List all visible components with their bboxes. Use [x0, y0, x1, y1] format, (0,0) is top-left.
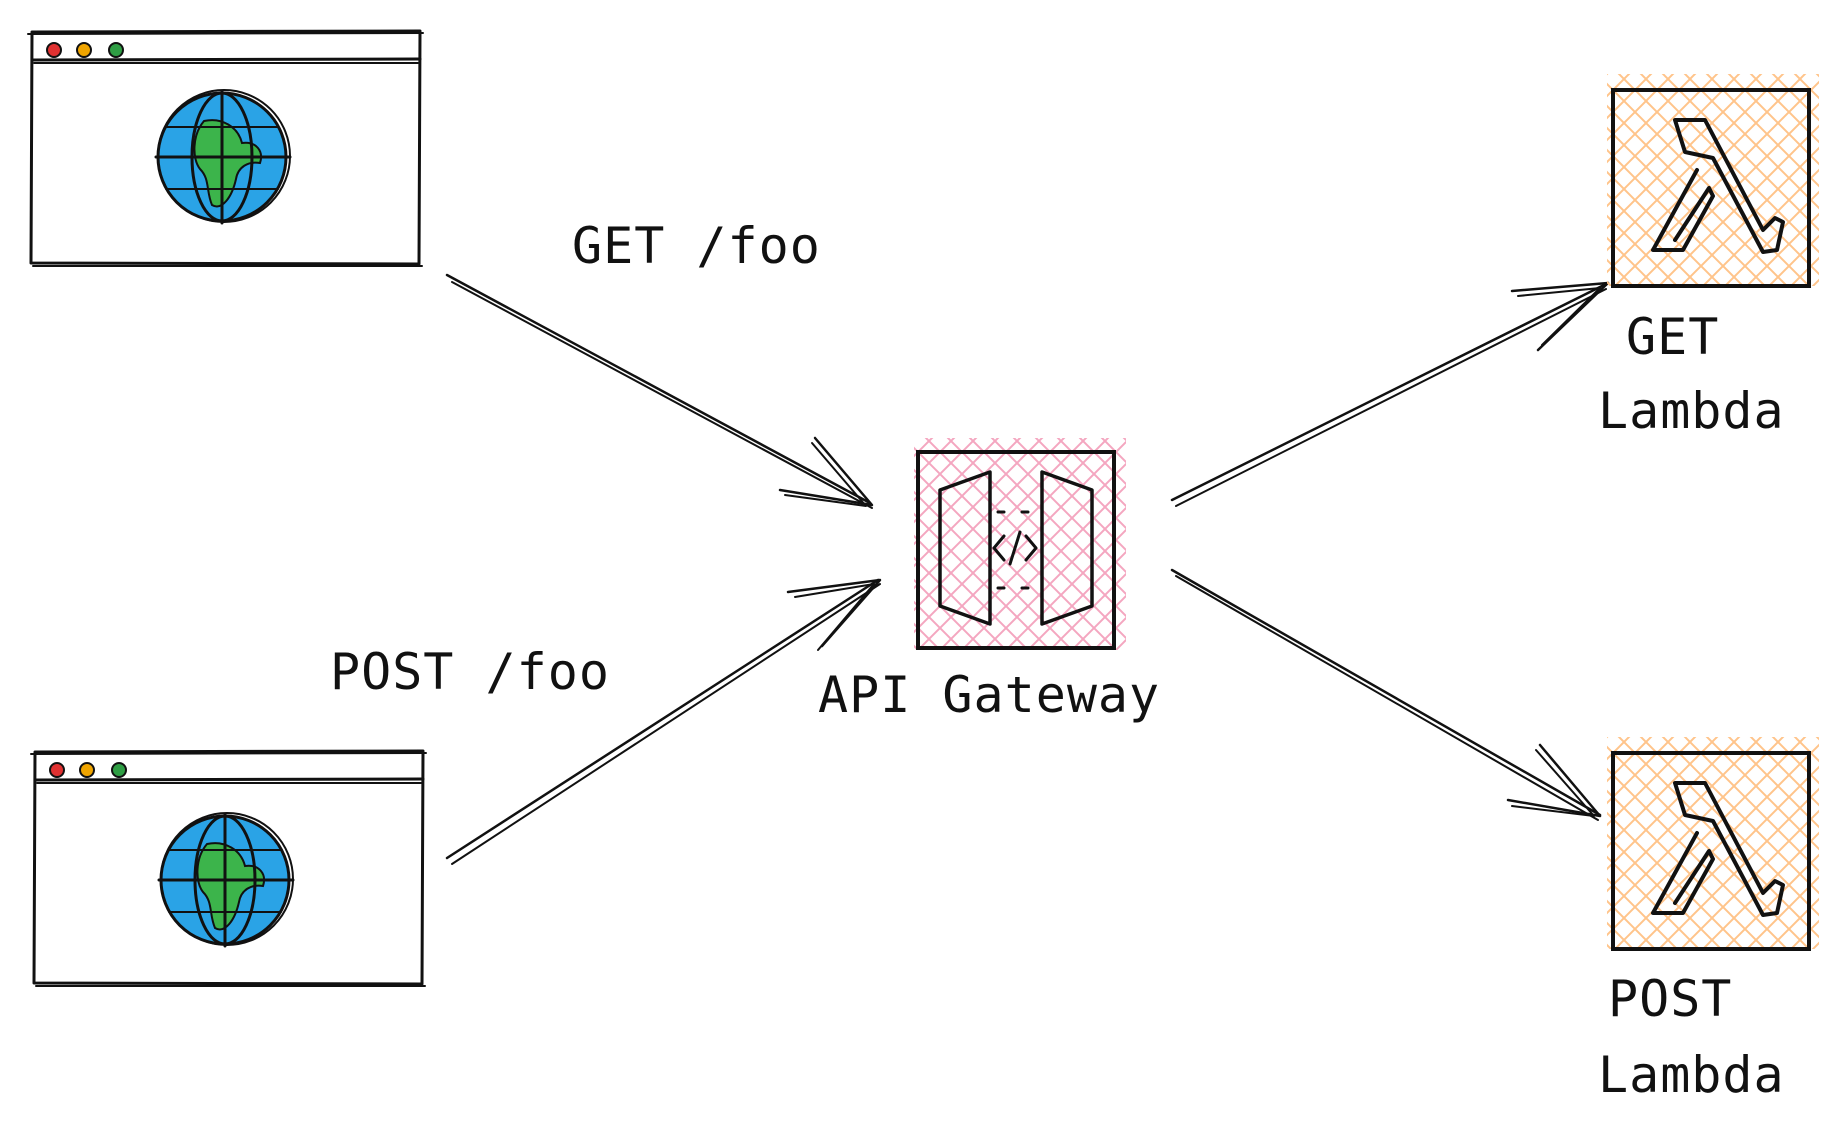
post-lambda-label-line2: Lambda: [1598, 1046, 1785, 1104]
get-lambda-label-line1: GET: [1626, 308, 1719, 366]
get-route-label: GET /foo: [572, 217, 821, 275]
lambda-icon: [1607, 74, 1819, 288]
browser-window-bottom: [30, 749, 427, 987]
browser-window-top: [27, 29, 424, 267]
browser-minimize-dot: [79, 762, 95, 778]
post-route-label: POST /foo: [330, 643, 610, 701]
arrow-post-to-gateway: [445, 578, 882, 865]
get-lambda-label-line2: Lambda: [1598, 382, 1785, 440]
api-gateway-icon: [914, 438, 1126, 650]
browser-close-dot: [46, 42, 62, 58]
post-lambda-node: [1607, 737, 1819, 951]
get-lambda-node: [1607, 74, 1819, 288]
arrow-gateway-to-post-lambda: [1170, 568, 1602, 821]
browser-close-dot: [49, 762, 65, 778]
post-lambda-label-line1: POST: [1608, 970, 1732, 1028]
arrow-get-to-gateway: [445, 273, 874, 509]
browser-window-icon: [27, 29, 424, 267]
browser-minimize-dot: [76, 42, 92, 58]
arrow-gateway-to-get-lambda: [1170, 281, 1610, 507]
globe-icon: [154, 89, 292, 225]
browser-maximize-dot: [108, 42, 124, 58]
api-gateway-node: [914, 438, 1126, 650]
browser-window-icon: [30, 749, 427, 987]
browser-maximize-dot: [111, 762, 127, 778]
globe-icon: [157, 812, 295, 948]
lambda-icon: [1607, 737, 1819, 951]
api-gateway-label: API Gateway: [818, 666, 1160, 724]
